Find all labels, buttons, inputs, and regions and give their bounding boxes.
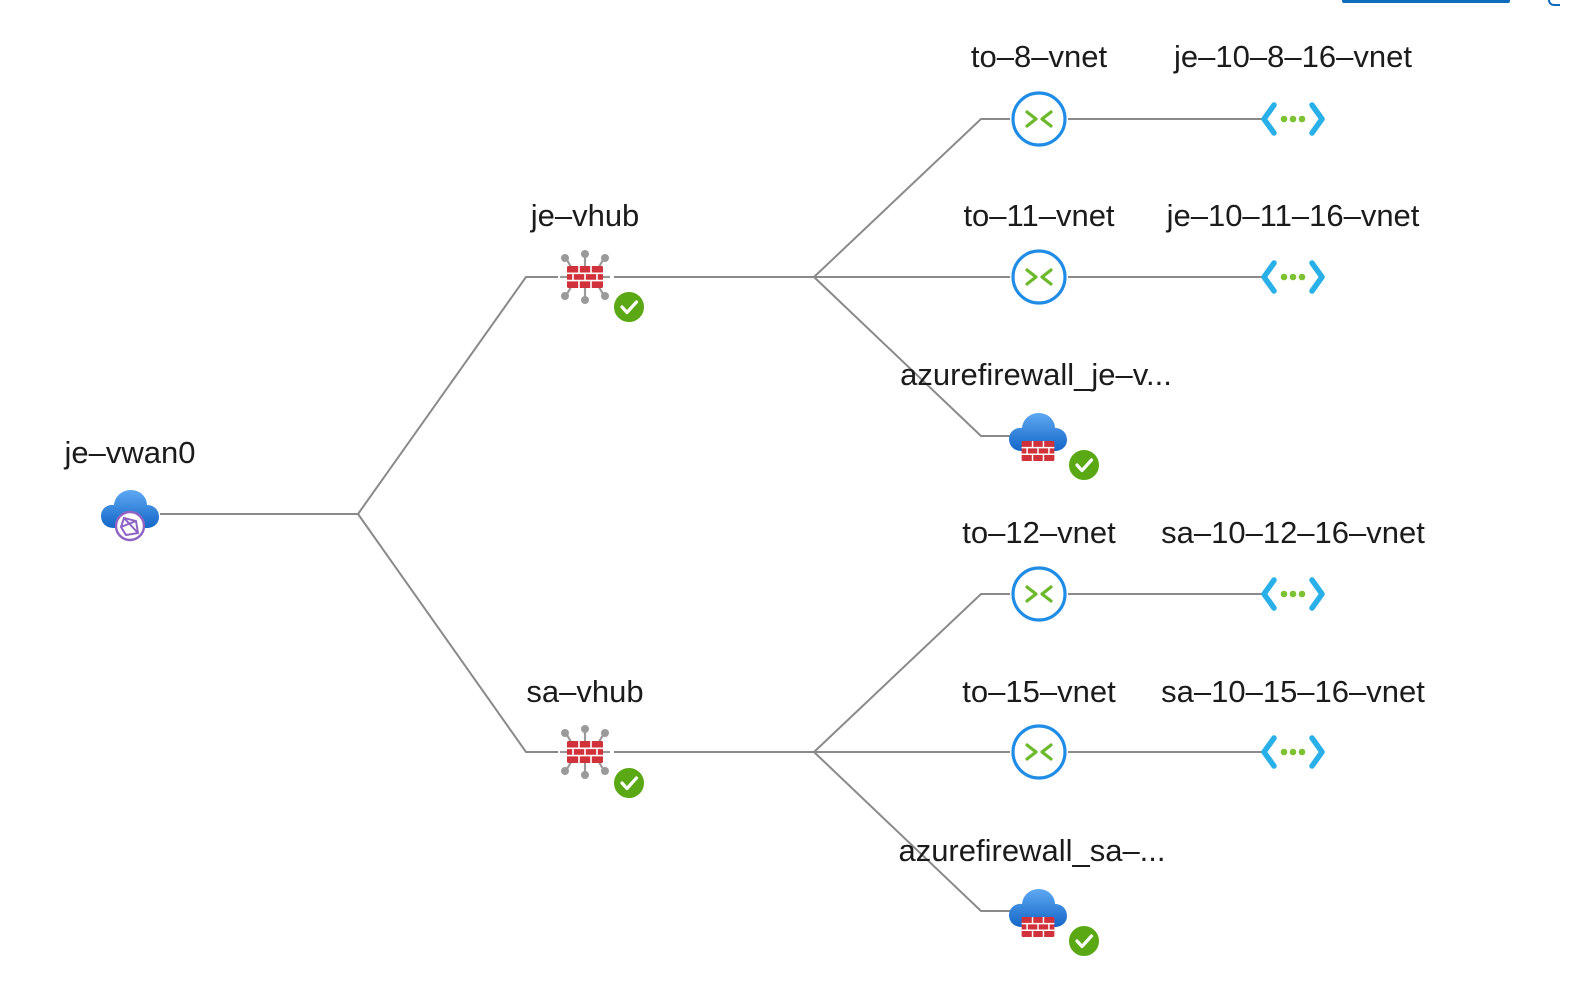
hub-connection-node[interactable]: to–8–vnet	[971, 39, 1108, 147]
vhub-label: sa–vhub	[526, 674, 643, 709]
virtual-network-icon	[1261, 260, 1325, 294]
azure-firewall-node[interactable]: azurefirewall_sa–...	[898, 833, 1166, 959]
connection-label: to–8–vnet	[971, 39, 1108, 74]
succeeded-check-icon	[1066, 447, 1102, 483]
connection-lines	[160, 118, 1264, 912]
vnet-label: sa–10–15–16–vnet	[1161, 674, 1425, 709]
connection-label: to–11–vnet	[963, 198, 1114, 233]
top-toolbar-icon-edge[interactable]	[1548, 0, 1560, 6]
hub-connection-node[interactable]: to–11–vnet	[963, 198, 1115, 305]
virtual-hub-firewall-icon	[560, 725, 610, 779]
hub-connection-node[interactable]: to–12–vnet	[962, 515, 1116, 622]
succeeded-check-icon	[611, 289, 647, 325]
hub-connection-icon	[1011, 249, 1067, 305]
virtual-wan-icon	[101, 490, 159, 542]
azure-firewall-icon	[1009, 413, 1067, 462]
azure-firewall-icon	[1009, 889, 1067, 938]
vnet-label: je–10–11–16–vnet	[1166, 198, 1420, 233]
firewall-label: azurefirewall_sa–...	[898, 833, 1165, 868]
succeeded-check-icon	[1066, 923, 1102, 959]
virtual-network-node[interactable]: sa–10–15–16–vnet	[1161, 674, 1425, 769]
virtual-network-icon	[1261, 735, 1325, 769]
hub-connection-icon	[1011, 91, 1067, 147]
vwan-label: je–vwan0	[64, 435, 196, 470]
vhub-label: je–vhub	[530, 198, 640, 233]
connection-label: to–12–vnet	[962, 515, 1116, 550]
firewall-label: azurefirewall_je–v...	[900, 357, 1172, 392]
azure-firewall-node[interactable]: azurefirewall_je–v...	[900, 357, 1172, 483]
hub-connection-icon	[1011, 566, 1067, 622]
virtual-network-icon	[1261, 102, 1325, 136]
connection-label: to–15–vnet	[962, 674, 1116, 709]
succeeded-check-icon	[611, 765, 647, 801]
virtual-network-node[interactable]: sa–10–12–16–vnet	[1161, 515, 1425, 611]
vnet-label: je–10–8–16–vnet	[1173, 39, 1412, 74]
virtual-hub-firewall-icon	[560, 250, 610, 304]
virtual-network-icon	[1261, 577, 1325, 611]
vhub-node-sa[interactable]: sa–vhub	[526, 674, 647, 801]
vnet-label: sa–10–12–16–vnet	[1161, 515, 1425, 550]
top-toolbar-button-edge[interactable]	[1342, 0, 1510, 3]
virtual-network-node[interactable]: je–10–8–16–vnet	[1173, 39, 1412, 136]
hub-connection-icon	[1011, 724, 1067, 780]
vhub-node-je[interactable]: je–vhub	[530, 198, 647, 325]
hub-connection-node[interactable]: to–15–vnet	[962, 674, 1116, 780]
virtual-network-node[interactable]: je–10–11–16–vnet	[1166, 198, 1420, 294]
vwan-node[interactable]: je–vwan0	[64, 435, 196, 542]
